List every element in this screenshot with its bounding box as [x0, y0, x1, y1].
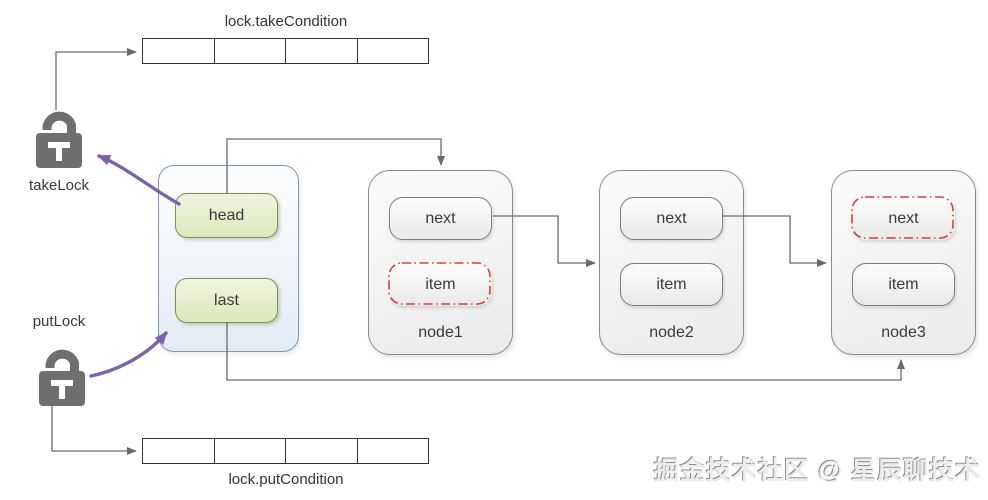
array-cell	[143, 39, 215, 63]
node2-item-field: item	[620, 263, 723, 306]
array-cell	[143, 439, 215, 463]
queue-pointer-container: head last	[158, 165, 299, 352]
arrow-last-to-node3	[226, 322, 905, 381]
node2-box: next item node2	[599, 170, 744, 355]
take-condition-title: lock.takeCondition	[224, 13, 348, 30]
array-cell	[358, 39, 429, 63]
head-pointer: head	[175, 193, 278, 238]
node3-label: node3	[881, 324, 926, 341]
node1-item-field: item	[389, 263, 492, 306]
put-condition-array	[142, 438, 429, 464]
node1-box: next item node1	[368, 170, 513, 355]
take-lock-label: takeLock	[28, 177, 90, 194]
node3-item-field: item	[852, 263, 955, 306]
node2-next-field: next	[620, 197, 723, 240]
put-lock-label: putLock	[32, 313, 86, 330]
array-cell	[215, 39, 286, 63]
node3-box: next item node3	[831, 170, 976, 355]
array-cell	[358, 439, 429, 463]
array-cell	[286, 439, 358, 463]
arrow-putlock-to-putcondition	[51, 404, 137, 455]
array-cell	[286, 39, 358, 63]
take-lock-icon	[36, 111, 82, 168]
watermark: 掘金技术社区 @ 星辰聊技术	[654, 457, 982, 485]
put-lock-icon	[39, 349, 85, 406]
arrow-putlock-to-last	[89, 331, 168, 378]
take-condition-array	[142, 38, 429, 64]
node1-label: node1	[418, 324, 463, 341]
node2-label: node2	[649, 324, 694, 341]
array-cell	[215, 439, 286, 463]
last-pointer: last	[175, 278, 278, 323]
put-condition-title: lock.putCondition	[228, 471, 344, 488]
node3-next-field: next	[852, 197, 955, 240]
node1-next-field: next	[389, 197, 492, 240]
